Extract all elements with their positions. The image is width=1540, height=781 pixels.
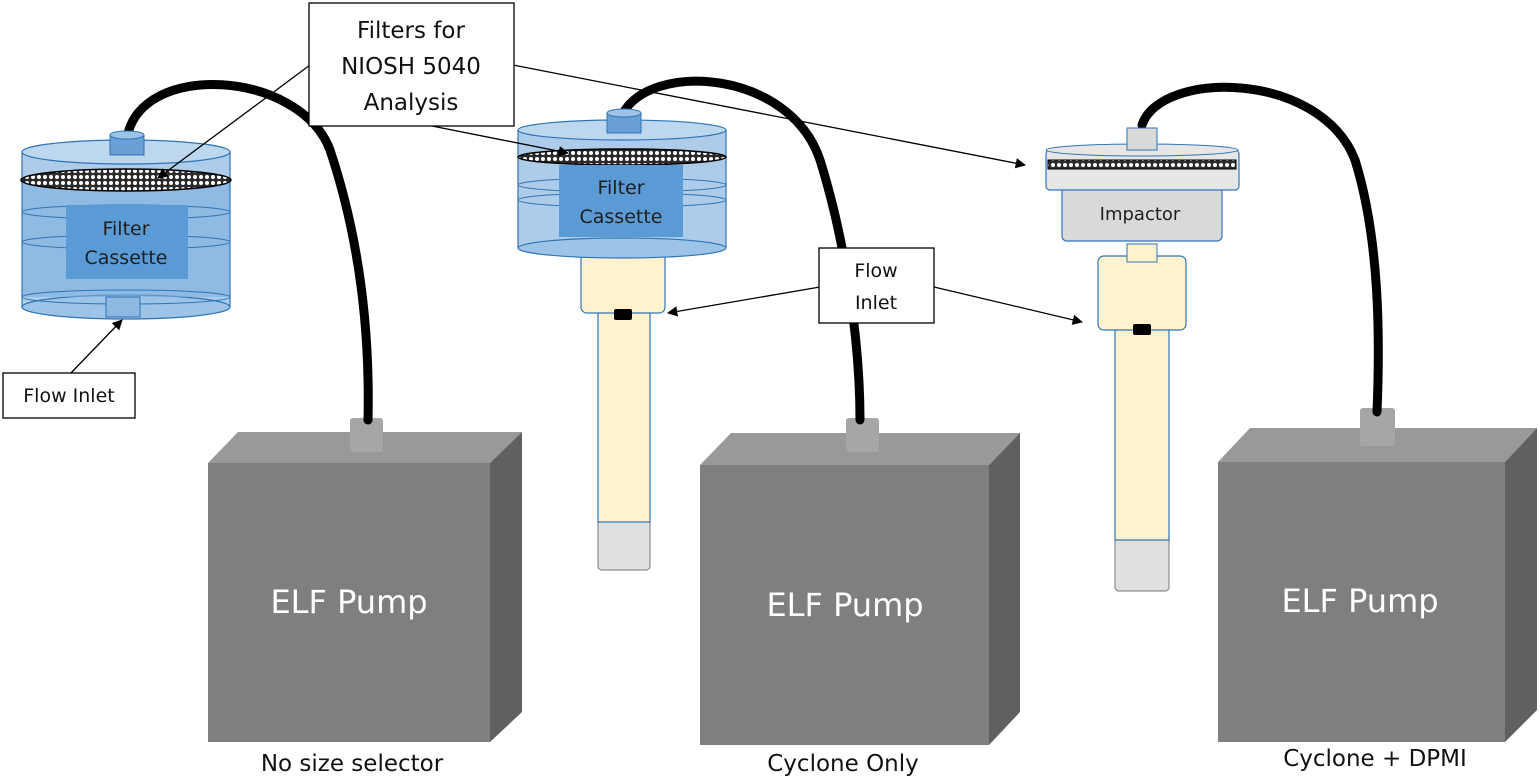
leader-arrow xyxy=(933,286,1084,325)
outlet-nozzle xyxy=(1126,127,1158,151)
pump-3: ELF Pump xyxy=(1218,408,1537,742)
impactor: Impactor xyxy=(1045,127,1240,242)
pump-port xyxy=(1360,408,1395,446)
flow-inlet-callout-center: Flow Inlet xyxy=(666,247,1084,325)
impactor-mesh xyxy=(1047,159,1237,170)
cyclone-inlet-port xyxy=(1133,324,1151,335)
pump-port xyxy=(846,418,879,452)
filters-callout: Filters for NIOSH 5040 Analysis xyxy=(157,2,1027,179)
filter-cassette-1: Filter Cassette xyxy=(20,130,232,320)
pump-side-face xyxy=(1505,428,1537,742)
tubing-1 xyxy=(122,79,373,425)
cyclone-body xyxy=(597,311,651,523)
pump-side-face xyxy=(989,433,1020,745)
cyclone-1 xyxy=(580,242,666,571)
cassette-label-box xyxy=(66,205,188,279)
callout-box xyxy=(2,372,136,419)
pump-port xyxy=(350,418,383,452)
pump-1: ELF Pump xyxy=(208,418,522,742)
grit-pot xyxy=(597,517,651,571)
cassette-label: Filter xyxy=(102,218,149,240)
callout-box xyxy=(818,247,935,324)
cyclone-2 xyxy=(1097,243,1187,592)
caption-cyclone-only: Cyclone Only xyxy=(767,751,919,777)
leader-arrow xyxy=(157,64,311,179)
callout-text: Inlet xyxy=(855,292,897,314)
filter-mesh xyxy=(20,168,232,192)
pump-front-face xyxy=(700,465,989,745)
callout-text: Flow Inlet xyxy=(23,385,114,407)
pump-front-face xyxy=(208,463,490,742)
filter-mesh xyxy=(517,148,727,166)
callout-text: Filters for xyxy=(357,18,465,44)
leader-arrow xyxy=(512,64,1027,169)
inlet-nozzle xyxy=(105,296,141,318)
callout-box xyxy=(308,2,515,127)
callout-text: Flow xyxy=(854,260,897,282)
cassette-label-box xyxy=(559,165,683,237)
callout-text: Analysis xyxy=(364,90,459,116)
cassette-label: Cassette xyxy=(85,247,168,269)
cyclone-neck xyxy=(1126,243,1158,263)
cyclone-body xyxy=(1114,327,1170,541)
pump-side-face xyxy=(490,432,522,742)
caption-no-size-selector: No size selector xyxy=(261,751,444,777)
caption-cyclone-dpmi: Cyclone + DPMI xyxy=(1283,746,1467,772)
pump-front-face xyxy=(1218,462,1505,742)
tubing-3 xyxy=(1137,82,1383,417)
flow-inlet-callout-left: Flow Inlet xyxy=(2,319,136,419)
leader-arrow xyxy=(431,125,570,157)
leader-arrow xyxy=(69,319,123,375)
leader-arrow xyxy=(666,286,821,317)
cyclone-inlet-port xyxy=(614,309,632,320)
impactor-label: Impactor xyxy=(1100,204,1181,225)
pump-label: ELF Pump xyxy=(1281,582,1438,620)
filter-cassette-2: Filter Cassette xyxy=(517,108,727,259)
cassette-label: Cassette xyxy=(580,206,663,228)
pump-label: ELF Pump xyxy=(766,586,923,624)
pump-2: ELF Pump xyxy=(700,418,1020,745)
tubing-2 xyxy=(617,76,865,425)
callout-text: NIOSH 5040 xyxy=(341,54,481,80)
grit-pot xyxy=(1114,535,1170,592)
pump-label: ELF Pump xyxy=(270,583,427,621)
cyclone-head xyxy=(1097,255,1187,331)
cassette-label: Filter xyxy=(597,177,644,199)
